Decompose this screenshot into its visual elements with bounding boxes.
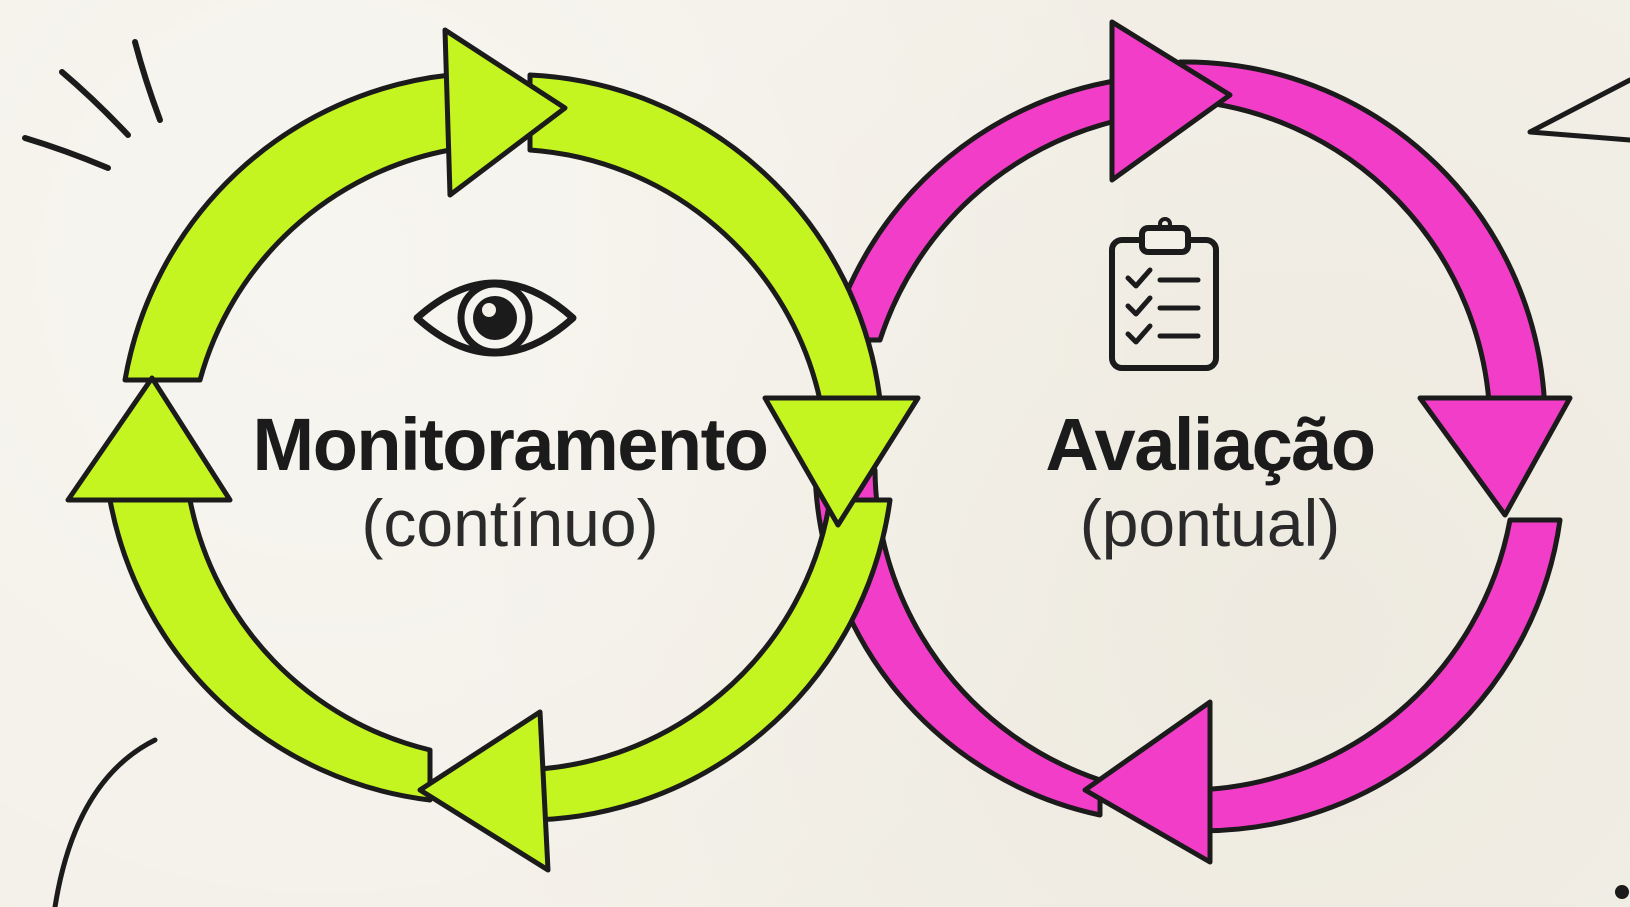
monitoring-subtitle: (contínuo) <box>361 486 659 560</box>
clipboard-checklist-icon <box>1109 217 1219 371</box>
sketch-burst-decoration <box>22 39 163 171</box>
monitoring-label: Monitoramento (contínuo) <box>240 405 780 561</box>
monitoring-cycle-ring <box>65 27 921 873</box>
sketch-dot-decoration <box>1615 885 1629 899</box>
evaluation-title: Avaliação <box>1045 403 1376 486</box>
sketch-arrow-decoration <box>1527 77 1630 143</box>
evaluation-subtitle: (pontual) <box>1079 486 1341 560</box>
monitoring-title: Monitoramento <box>252 403 769 486</box>
sketch-arc-decoration <box>52 737 158 907</box>
eye-icon <box>413 279 577 357</box>
evaluation-label: Avaliação (pontual) <box>1000 405 1420 561</box>
evaluation-cycle-ring <box>812 19 1573 865</box>
